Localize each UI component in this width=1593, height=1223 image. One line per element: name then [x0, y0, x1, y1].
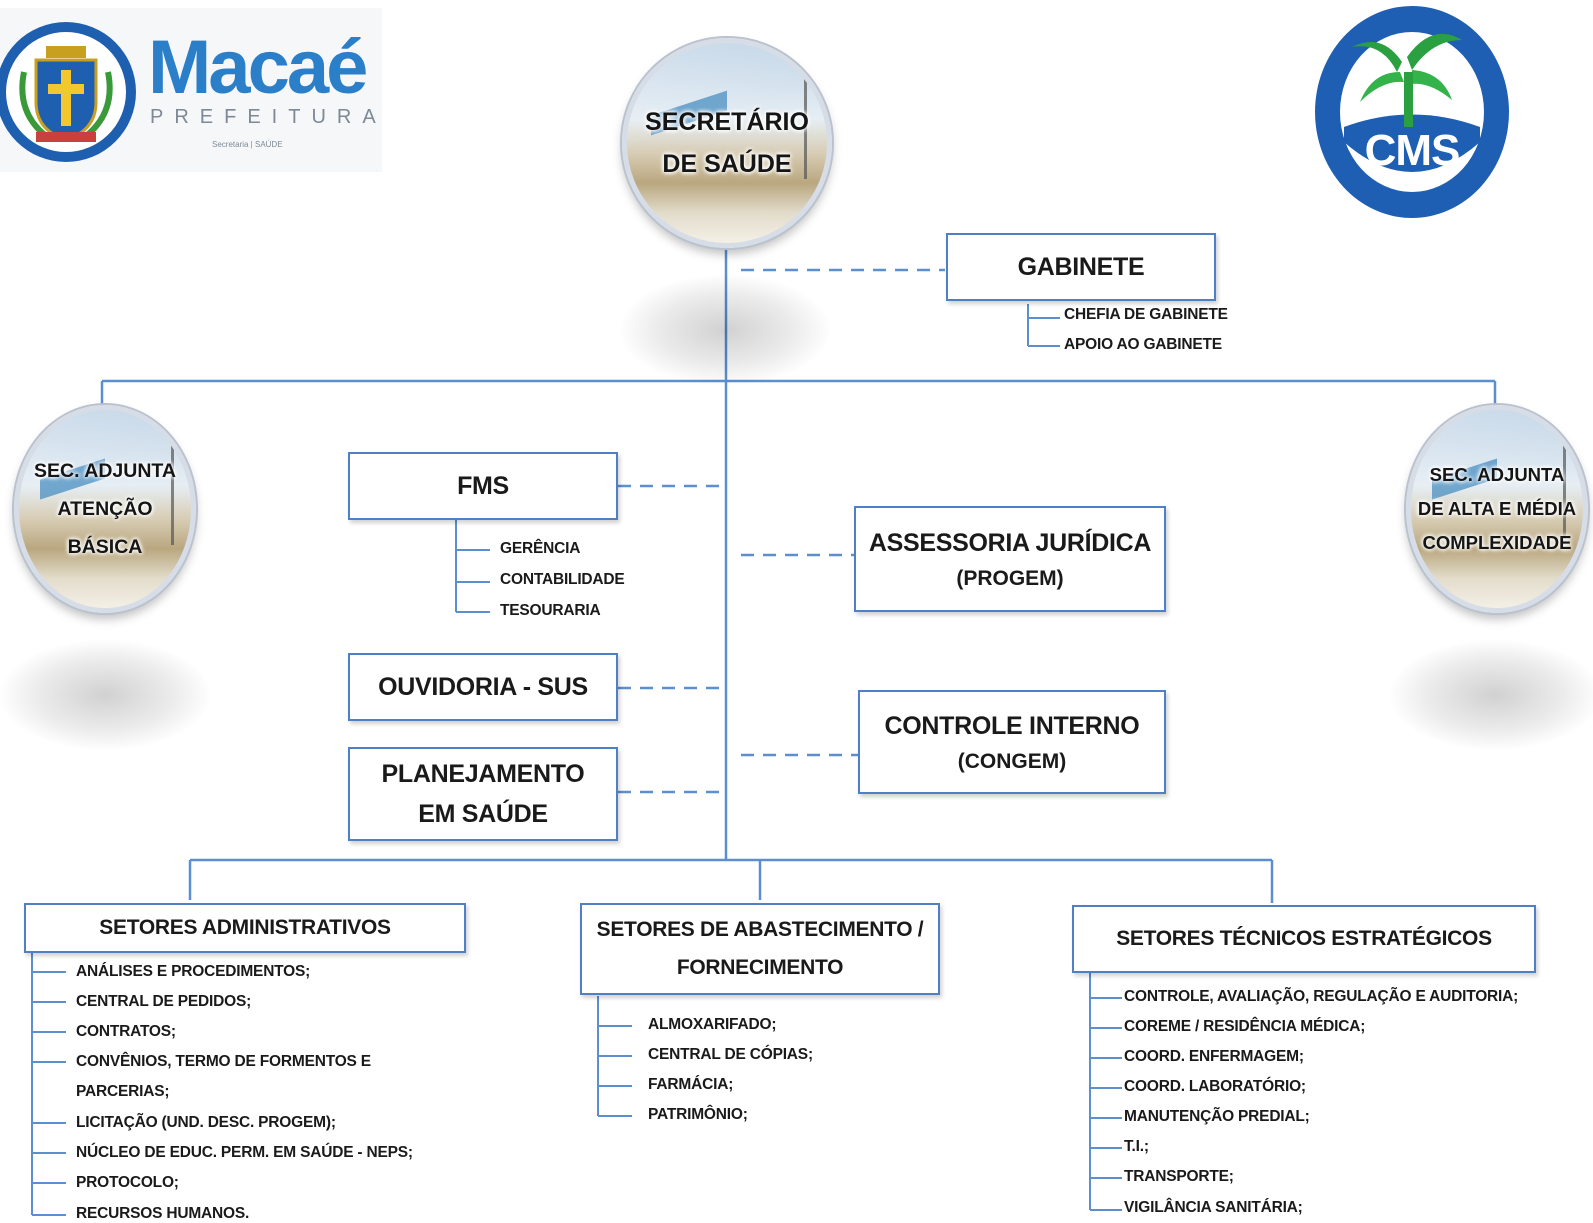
setores-abast-item: CENTRAL DE CÓPIAS;	[648, 1046, 813, 1063]
macae-name: Macaé	[148, 25, 368, 110]
ouvidoria-title: OUVIDORIA - SUS	[378, 673, 588, 701]
adjunta-alta-circle[interactable]: SEC. ADJUNTA DE ALTA E MÉDIA COMPLEXIDAD…	[1406, 405, 1588, 613]
setores-abast-item: ALMOXARIFADO;	[648, 1016, 777, 1033]
fms-item: TESOURARIA	[500, 602, 601, 619]
assessoria-box[interactable]: ASSESSORIA JURÍDICA (PROGEM)	[854, 506, 1166, 612]
ouvidoria-box[interactable]: OUVIDORIA - SUS	[348, 653, 618, 721]
adjunta-alta-line2: DE ALTA E MÉDIA	[1417, 498, 1577, 519]
setores-admin-title: SETORES ADMINISTRATIVOS	[99, 916, 391, 939]
adjunta-basica-shadow	[0, 640, 210, 750]
gabinete-item: CHEFIA DE GABINETE	[1064, 306, 1228, 323]
adjunta-basica-line2: ATENÇÃO BÁSICA	[57, 498, 153, 558]
secretario-line2: DE SAÚDE	[662, 150, 792, 178]
setores-tec-item: COORD. LABORATÓRIO;	[1124, 1078, 1306, 1095]
setores-tec-item: COREME / RESIDÊNCIA MÉDICA;	[1124, 1018, 1366, 1035]
setores-abast-item: FARMÁCIA;	[648, 1076, 734, 1093]
adjunta-alta-line1: SEC. ADJUNTA	[1429, 464, 1565, 485]
macae-logo: Macaé PREFEITURA Secretaria | SAÚDE	[0, 8, 382, 172]
controle-sub: (CONGEM)	[957, 750, 1067, 773]
setores-abast-line2: FORNECIMENTO	[676, 956, 844, 979]
setores-admin-item: PROTOCOLO;	[76, 1174, 179, 1191]
planejamento-box[interactable]: PLANEJAMENTO EM SAÚDE	[348, 747, 618, 841]
adjunta-basica-circle[interactable]: SEC. ADJUNTA ATENÇÃO BÁSICA	[14, 405, 196, 613]
cms-seal-icon	[1315, 6, 1509, 218]
controle-box[interactable]: CONTROLE INTERNO (CONGEM)	[858, 690, 1166, 794]
adjunta-alta-line3: COMPLEXIDADE	[1422, 532, 1572, 553]
fms-item: CONTABILIDADE	[500, 571, 625, 588]
setores-admin-item: LICITAÇÃO (UND. DESC. PROGEM);	[76, 1114, 336, 1131]
setores-abast-line1: SETORES DE ABASTECIMENTO /	[596, 918, 924, 941]
setores-tec-item: CONTROLE, AVALIAÇÃO, REGULAÇÃO E AUDITOR…	[1124, 988, 1519, 1005]
setores-admin-item: ANÁLISES E PROCEDIMENTOS;	[76, 963, 311, 980]
setores-tec-item: T.I.;	[1124, 1138, 1149, 1155]
secretario-circle[interactable]: SECRETÁRIO DE SAÚDE	[622, 38, 832, 248]
assessoria-title: ASSESSORIA JURÍDICA	[868, 529, 1152, 557]
setores-tec-box[interactable]: SETORES TÉCNICOS ESTRATÉGICOS	[1072, 905, 1536, 973]
setores-admin-item: CONTRATOS;	[76, 1023, 176, 1040]
assessoria-sub: (PROGEM)	[956, 567, 1064, 590]
setores-admin-item: PARCERIAS;	[76, 1083, 170, 1100]
gabinete-box[interactable]: GABINETE	[946, 233, 1216, 301]
setores-tec-item: VIGILÂNCIA SANITÁRIA;	[1124, 1199, 1303, 1216]
fms-item: GERÊNCIA	[500, 540, 581, 557]
fms-title: FMS	[457, 472, 509, 500]
setores-admin-item: CONVÊNIOS, TERMO DE FORMENTOS E	[76, 1053, 371, 1070]
macae-crest-icon	[0, 22, 136, 162]
setores-admin-box[interactable]: SETORES ADMINISTRATIVOS	[24, 903, 466, 953]
adjunta-basica-line1: SEC. ADJUNTA	[34, 460, 176, 482]
gabinete-title: GABINETE	[1017, 253, 1145, 281]
planejamento-line1: PLANEJAMENTO	[381, 760, 585, 788]
macae-tag: Secretaria | SAÚDE	[212, 140, 283, 149]
secretario-shadow	[620, 275, 830, 385]
setores-tec-item: TRANSPORTE;	[1124, 1168, 1234, 1185]
planejamento-line2: EM SAÚDE	[418, 800, 548, 828]
cms-logo: CMS	[1312, 2, 1512, 220]
setores-tec-title: SETORES TÉCNICOS ESTRATÉGICOS	[1116, 927, 1492, 950]
adjunta-alta-shadow	[1390, 640, 1593, 750]
controle-title: CONTROLE INTERNO	[884, 712, 1140, 740]
gabinete-item: APOIO AO GABINETE	[1064, 336, 1222, 353]
setores-admin-item: CENTRAL DE PEDIDOS;	[76, 993, 252, 1010]
setores-admin-item: NÚCLEO DE EDUC. PERM. EM SAÚDE - NEPS;	[76, 1144, 413, 1161]
setores-abast-item: PATRIMÔNIO;	[648, 1106, 748, 1123]
setores-admin-item: RECURSOS HUMANOS.	[76, 1205, 250, 1222]
setores-tec-item: COORD. ENFERMAGEM;	[1124, 1048, 1304, 1065]
macae-sub: PREFEITURA	[150, 106, 382, 128]
fms-box[interactable]: FMS	[348, 452, 618, 520]
cms-text: CMS	[1364, 126, 1461, 175]
setores-tec-item: MANUTENÇÃO PREDIAL;	[1124, 1108, 1310, 1125]
setores-abast-box[interactable]: SETORES DE ABASTECIMENTO / FORNECIMENTO	[580, 903, 940, 995]
secretario-line1: SECRETÁRIO	[645, 108, 809, 136]
